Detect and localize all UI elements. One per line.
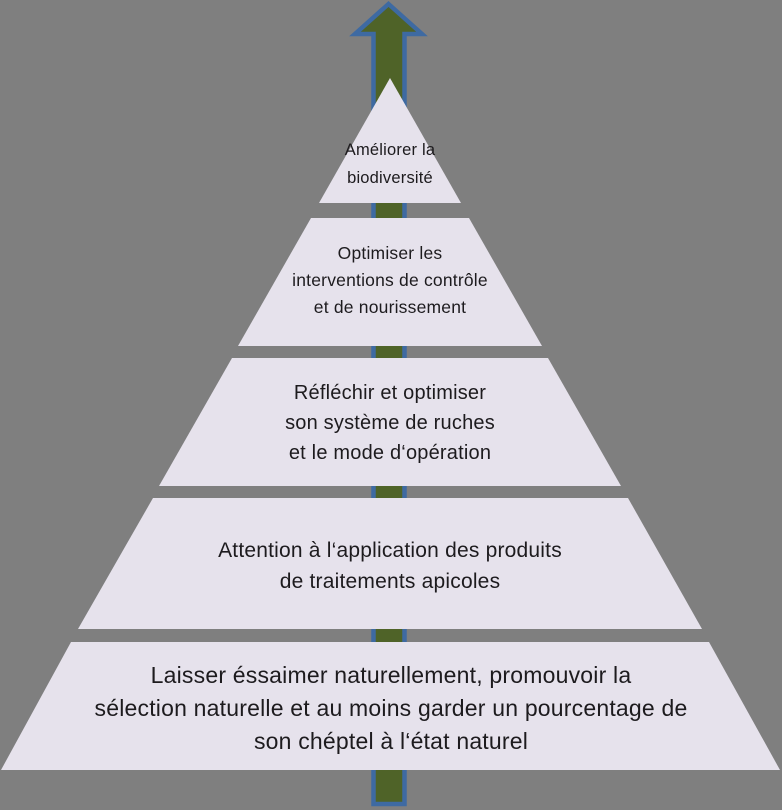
pyramid-level-1-label: Améliorer la biodiversité: [280, 136, 500, 192]
level-3-line-2: son système de ruches: [285, 412, 495, 434]
level-5-line-3: son chéptel à l‘état naturel: [253, 728, 529, 754]
pyramid-level-5-shape: [1, 642, 780, 770]
level-5-line-2: sélection naturelle et au moins garder u…: [94, 695, 688, 721]
level-1-line-1: Améliorer la: [344, 141, 436, 159]
pyramid-level-2-shape: [238, 218, 542, 346]
pyramid-level-5-label: Laisser éssaimer naturellement, promouvo…: [11, 659, 771, 758]
level-2-line-2: interventions de contrôle: [292, 270, 488, 290]
pyramid-level-2-label: Optimiser les interventions de contrôle …: [220, 240, 560, 321]
level-4-line-1: Attention à l‘application des produits: [218, 539, 562, 562]
level-3-line-1: Réfléchir et optimiser: [293, 382, 487, 404]
level-5-line-1: Laisser éssaimer naturellement, promouvo…: [150, 662, 632, 688]
pyramid-level-3-label: Réfléchir et optimiser son système de ru…: [200, 378, 580, 468]
level-4-line-2: de traitements apicoles: [279, 570, 501, 593]
level-1-line-2: biodiversité: [347, 169, 433, 187]
pyramid-level-4-label: Attention à l‘application des produits d…: [100, 535, 680, 597]
pyramid-level-4-shape: [78, 498, 702, 629]
level-2-line-1: Optimiser les: [337, 243, 443, 263]
pyramid-level-3-shape: [159, 358, 621, 486]
level-3-line-3: et le mode d‘opération: [288, 442, 492, 464]
pyramid-level-1-shape: [319, 78, 461, 203]
level-2-line-3: et de nourissement: [313, 297, 467, 317]
